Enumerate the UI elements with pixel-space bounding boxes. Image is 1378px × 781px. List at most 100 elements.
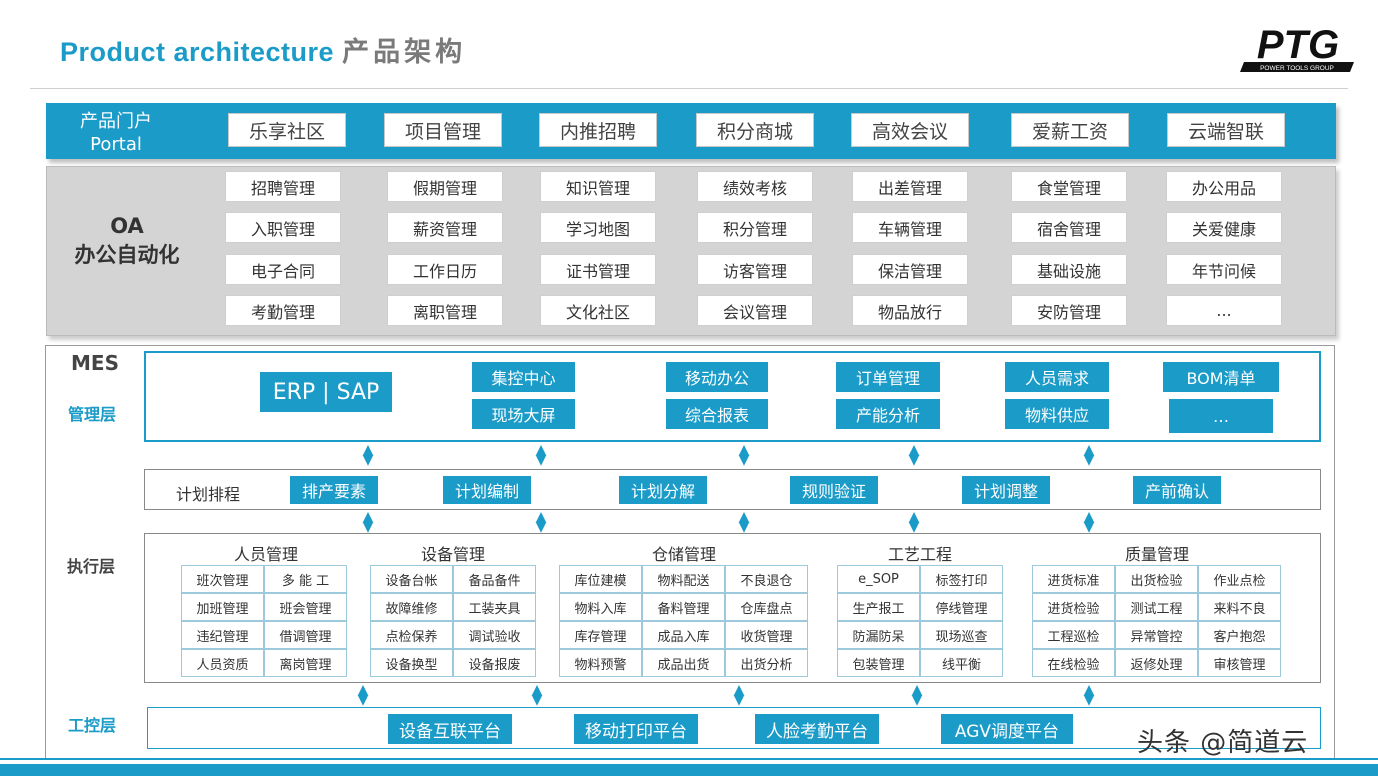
management-item[interactable]: 人员需求 (1005, 362, 1109, 392)
oa-item[interactable]: 关爱健康 (1166, 212, 1282, 243)
plan-item[interactable]: 产前确认 (1133, 476, 1221, 504)
control-item[interactable]: 移动打印平台 (574, 714, 698, 744)
execution-cell[interactable]: 多 能 工 (264, 565, 347, 593)
execution-cell[interactable]: 不良退仓 (725, 565, 808, 593)
execution-cell[interactable]: 班会管理 (264, 593, 347, 621)
oa-item[interactable]: 访客管理 (697, 254, 813, 285)
management-item[interactable]: BOM清单 (1163, 362, 1279, 392)
erp-sap-box[interactable]: ERP | SAP (260, 372, 392, 412)
execution-cell[interactable]: 物料入库 (559, 593, 642, 621)
execution-cell[interactable]: 测试工程 (1115, 593, 1198, 621)
execution-cell[interactable]: 客户抱怨 (1198, 621, 1281, 649)
execution-cell[interactable]: 设备报废 (453, 649, 536, 677)
execution-cell[interactable]: 返修处理 (1115, 649, 1198, 677)
execution-cell[interactable]: 库位建模 (559, 565, 642, 593)
execution-cell[interactable]: e_SOP (837, 565, 920, 593)
portal-item[interactable]: 积分商城 (696, 113, 814, 147)
execution-cell[interactable]: 来料不良 (1198, 593, 1281, 621)
oa-item[interactable]: 绩效考核 (697, 171, 813, 202)
execution-cell[interactable]: 在线检验 (1032, 649, 1115, 677)
management-item[interactable]: 物料供应 (1005, 399, 1109, 429)
execution-cell[interactable]: 标签打印 (920, 565, 1003, 593)
execution-cell[interactable]: 人员资质 (181, 649, 264, 677)
control-item[interactable]: 人脸考勤平台 (755, 714, 879, 744)
execution-cell[interactable]: 物料预警 (559, 649, 642, 677)
execution-cell[interactable]: 物料配送 (642, 565, 725, 593)
execution-cell[interactable]: 防漏防呆 (837, 621, 920, 649)
execution-cell[interactable]: 违纪管理 (181, 621, 264, 649)
execution-cell[interactable]: 出货分析 (725, 649, 808, 677)
oa-item[interactable]: 假期管理 (387, 171, 503, 202)
oa-item[interactable]: 年节问候 (1166, 254, 1282, 285)
execution-cell[interactable]: 成品入库 (642, 621, 725, 649)
management-item[interactable]: 移动办公 (666, 362, 768, 392)
execution-cell[interactable]: 借调管理 (264, 621, 347, 649)
execution-cell[interactable]: 工程巡检 (1032, 621, 1115, 649)
management-item[interactable]: … (1169, 399, 1273, 433)
oa-item[interactable]: 学习地图 (540, 212, 656, 243)
oa-item[interactable]: ... (1166, 295, 1282, 326)
execution-cell[interactable]: 进货标准 (1032, 565, 1115, 593)
oa-item[interactable]: 知识管理 (540, 171, 656, 202)
plan-item[interactable]: 规则验证 (790, 476, 878, 504)
portal-item[interactable]: 内推招聘 (539, 113, 657, 147)
oa-item[interactable]: 工作日历 (387, 254, 503, 285)
oa-item[interactable]: 宿舍管理 (1011, 212, 1127, 243)
management-item[interactable]: 产能分析 (836, 399, 940, 429)
execution-cell[interactable]: 收货管理 (725, 621, 808, 649)
execution-cell[interactable]: 班次管理 (181, 565, 264, 593)
oa-item[interactable]: 车辆管理 (852, 212, 968, 243)
oa-item[interactable]: 出差管理 (852, 171, 968, 202)
oa-item[interactable]: 薪资管理 (387, 212, 503, 243)
oa-item[interactable]: 办公用品 (1166, 171, 1282, 202)
plan-item[interactable]: 计划调整 (962, 476, 1050, 504)
management-item[interactable]: 综合报表 (666, 399, 768, 429)
execution-cell[interactable]: 包装管理 (837, 649, 920, 677)
management-item[interactable]: 现场大屏 (472, 399, 575, 429)
control-item[interactable]: 设备互联平台 (388, 714, 512, 744)
execution-cell[interactable]: 点检保养 (370, 621, 453, 649)
portal-item[interactable]: 高效会议 (851, 113, 969, 147)
portal-item[interactable]: 乐享社区 (228, 113, 346, 147)
execution-cell[interactable]: 离岗管理 (264, 649, 347, 677)
oa-item[interactable]: 考勤管理 (225, 295, 341, 326)
execution-cell[interactable]: 故障维修 (370, 593, 453, 621)
oa-item[interactable]: 入职管理 (225, 212, 341, 243)
execution-cell[interactable]: 加班管理 (181, 593, 264, 621)
oa-item[interactable]: 会议管理 (697, 295, 813, 326)
execution-cell[interactable]: 备料管理 (642, 593, 725, 621)
oa-item[interactable]: 离职管理 (387, 295, 503, 326)
execution-cell[interactable]: 设备换型 (370, 649, 453, 677)
oa-item[interactable]: 保洁管理 (852, 254, 968, 285)
execution-cell[interactable]: 异常管控 (1115, 621, 1198, 649)
plan-item[interactable]: 计划编制 (443, 476, 531, 504)
plan-item[interactable]: 排产要素 (290, 476, 378, 504)
execution-cell[interactable]: 停线管理 (920, 593, 1003, 621)
oa-item[interactable]: 电子合同 (225, 254, 341, 285)
portal-item[interactable]: 爱薪工资 (1011, 113, 1129, 147)
portal-item[interactable]: 项目管理 (384, 113, 502, 147)
management-item[interactable]: 集控中心 (472, 362, 575, 392)
execution-cell[interactable]: 作业点检 (1198, 565, 1281, 593)
portal-item[interactable]: 云端智联 (1167, 113, 1285, 147)
execution-cell[interactable]: 成品出货 (642, 649, 725, 677)
oa-item[interactable]: 文化社区 (540, 295, 656, 326)
execution-cell[interactable]: 进货检验 (1032, 593, 1115, 621)
execution-cell[interactable]: 现场巡查 (920, 621, 1003, 649)
oa-item[interactable]: 积分管理 (697, 212, 813, 243)
execution-cell[interactable]: 出货检验 (1115, 565, 1198, 593)
oa-item[interactable]: 证书管理 (540, 254, 656, 285)
execution-cell[interactable]: 生产报工 (837, 593, 920, 621)
management-item[interactable]: 订单管理 (836, 362, 940, 392)
control-item[interactable]: AGV调度平台 (941, 714, 1073, 744)
execution-cell[interactable]: 设备台帐 (370, 565, 453, 593)
execution-cell[interactable]: 审核管理 (1198, 649, 1281, 677)
execution-cell[interactable]: 线平衡 (920, 649, 1003, 677)
oa-item[interactable]: 安防管理 (1011, 295, 1127, 326)
execution-cell[interactable]: 仓库盘点 (725, 593, 808, 621)
execution-cell[interactable]: 备品备件 (453, 565, 536, 593)
plan-item[interactable]: 计划分解 (619, 476, 707, 504)
execution-cell[interactable]: 库存管理 (559, 621, 642, 649)
oa-item[interactable]: 招聘管理 (225, 171, 341, 202)
oa-item[interactable]: 食堂管理 (1011, 171, 1127, 202)
